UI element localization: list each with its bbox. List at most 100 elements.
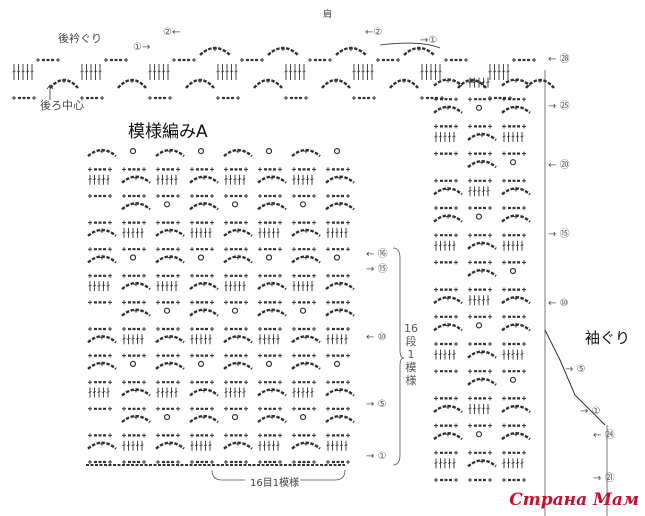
single-crochet [292,406,296,411]
single-crochet [244,273,248,278]
single-crochet [488,450,492,455]
single-crochet [168,361,172,366]
single-crochet [488,206,492,210]
popcorn-stitch [129,148,137,155]
row-marker: → ⑤ [366,399,387,410]
single-crochet [224,167,228,172]
popcorn-stitch [129,254,137,261]
single-crochet [446,214,450,219]
single-crochet [224,273,228,278]
single-crochet [236,255,240,260]
single-crochet [210,460,214,464]
single-crochet [244,220,248,225]
single-crochet [244,247,248,252]
single-crochet [304,335,308,340]
single-crochet [210,327,214,331]
single-crochet [156,327,160,331]
single-crochet [266,79,270,83]
single-crochet [258,353,262,358]
single-crochet [468,478,472,482]
popcorn-stitch [509,267,517,275]
single-crochet [122,273,126,278]
single-crochet [338,202,342,207]
single-crochet [88,353,92,358]
single-crochet [176,247,180,252]
single-crochet [292,194,296,198]
single-crochet [454,233,458,238]
single-crochet [100,441,104,446]
row-marker: ← ㉘ [548,54,570,65]
single-crochet [172,58,176,62]
single-crochet [88,433,92,438]
single-crochet [190,406,194,411]
single-crochet [346,300,350,305]
single-crochet [468,97,472,102]
single-crochet [190,433,194,438]
single-crochet [190,194,194,198]
single-crochet [88,300,92,305]
single-crochet [480,350,484,355]
single-crochet [346,220,350,225]
single-crochet [522,450,526,455]
single-crochet [514,432,518,437]
single-crochet [502,314,506,319]
single-crochet [156,220,160,225]
single-crochet [434,314,438,319]
single-crochet [210,353,214,358]
single-crochet [156,273,160,278]
single-crochet [278,380,282,385]
popcorn-stitch [299,414,307,421]
single-crochet [488,369,492,374]
single-crochet [502,287,506,292]
single-crochet [326,327,330,331]
single-crochet [202,282,206,287]
single-crochet [88,460,92,464]
single-crochet [292,167,296,172]
single-crochet [244,433,248,438]
single-crochet [454,450,458,455]
single-crochet [349,47,353,51]
single-crochet [224,380,228,385]
single-crochet [210,380,214,385]
single-crochet [346,273,350,278]
single-crochet [176,353,180,358]
single-crochet [80,96,84,100]
single-crochet [338,175,342,180]
single-crochet [434,342,438,346]
single-crochet [190,460,194,464]
single-crochet [202,202,206,207]
single-crochet [176,460,180,464]
single-crochet [488,423,492,428]
single-crochet [244,327,248,331]
single-crochet [334,79,338,83]
single-crochet [88,247,92,252]
single-crochet [488,478,492,482]
single-crochet [522,342,526,346]
single-crochet [446,405,450,409]
single-crochet [100,255,104,260]
stitch-repeat-bracket [211,469,346,481]
single-crochet [352,96,356,100]
single-crochet [326,247,330,252]
back-neckline-label: 後衿ぐり [58,32,102,45]
top-marker-3: ←② [365,27,383,38]
single-crochet [312,167,316,172]
single-crochet [224,220,228,225]
single-crochet [190,273,194,278]
single-crochet [88,327,92,331]
single-crochet [142,220,146,225]
popcorn-stitch [163,307,171,314]
arrow-icon [46,84,54,100]
single-crochet [454,151,458,156]
top-marker-1: ①→ [133,42,151,53]
single-crochet [108,247,112,252]
single-crochet [278,433,282,438]
single-crochet [156,353,160,358]
single-crochet [108,327,112,331]
single-crochet [108,220,112,225]
single-crochet [304,441,308,446]
popcorn-stitch [265,360,273,367]
single-crochet [292,220,296,225]
single-crochet [278,327,282,331]
